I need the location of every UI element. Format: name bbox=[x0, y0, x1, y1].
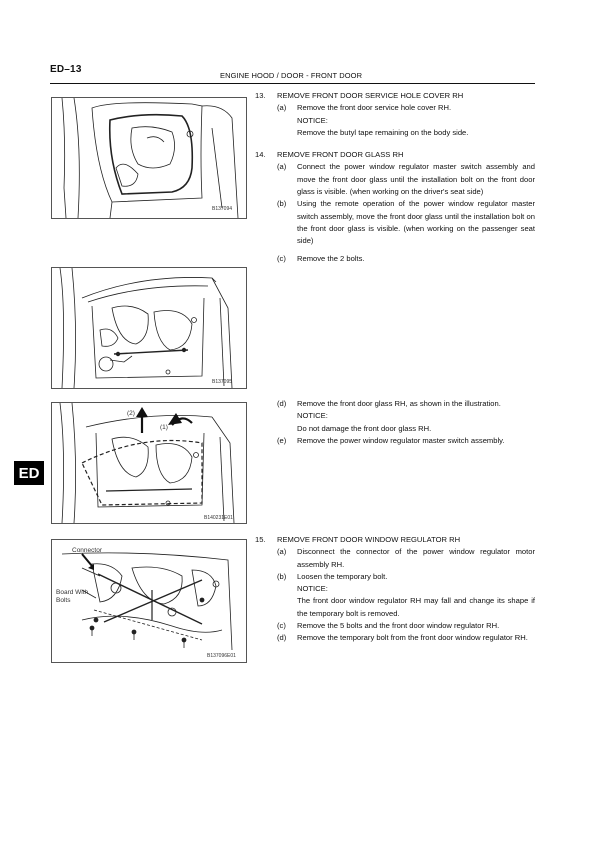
step-15-d: (d) Remove the temporary bolt from the f… bbox=[255, 632, 535, 644]
sub-step-text: Remove the front door service hole cover… bbox=[297, 103, 452, 113]
notice-label: NOTICE: bbox=[297, 584, 328, 594]
door-illustration-3: (2) (1) B140231E01 bbox=[59, 403, 235, 523]
sub-step-text: Disconnect the connector of the power wi… bbox=[297, 547, 535, 569]
sub-step-mark: (d) bbox=[277, 633, 287, 643]
step-14-continued: (d) Remove the front door glass RH, as s… bbox=[255, 398, 535, 447]
sub-step-mark: (c) bbox=[277, 621, 286, 631]
step-number: 13. bbox=[255, 91, 266, 100]
figure-glass-removal: (2) (1) B140231E01 bbox=[51, 402, 247, 524]
callout-step-1: (1) bbox=[160, 424, 168, 431]
sub-step-mark: (b) bbox=[277, 199, 287, 209]
figure-code: B137094 bbox=[212, 206, 232, 212]
door-illustration-1: B137094 bbox=[61, 98, 239, 218]
notice-text: Remove the butyl tape remaining on the b… bbox=[297, 127, 469, 137]
figure-service-hole-cover: B137094 bbox=[51, 97, 247, 219]
notice-text: Do not damage the front door glass RH. bbox=[297, 423, 432, 433]
step-title: REMOVE FRONT DOOR GLASS RH bbox=[277, 150, 404, 160]
sub-step-mark: (a) bbox=[277, 547, 287, 557]
label-connector: Connector bbox=[72, 547, 103, 554]
notice-label: NOTICE: bbox=[297, 115, 328, 125]
sub-step-text: Loosen the temporary bolt. bbox=[297, 571, 388, 581]
notice-text: The front door window regulator RH may f… bbox=[297, 596, 535, 618]
step-14-heading: 14. REMOVE FRONT DOOR GLASS RH bbox=[255, 149, 535, 161]
section-tab: ED bbox=[14, 461, 44, 485]
page-number: ED–13 bbox=[50, 64, 82, 75]
step-13-heading: 13. REMOVE FRONT DOOR SERVICE HOLE COVER… bbox=[255, 90, 535, 102]
steps-13-14: 13. REMOVE FRONT DOOR SERVICE HOLE COVER… bbox=[255, 90, 535, 265]
step-14-e: (e) Remove the power window regulator ma… bbox=[255, 435, 535, 447]
step-15-c: (c) Remove the 5 bolts and the front doo… bbox=[255, 620, 535, 632]
sub-step-text: Using the remote operation of the power … bbox=[297, 199, 535, 246]
sub-step-text: Remove the temporary bolt from the front… bbox=[297, 633, 528, 643]
sub-step-text: Remove the 5 bolts and the front door wi… bbox=[297, 621, 500, 631]
sub-step-mark: (c) bbox=[277, 253, 286, 263]
sub-step-text: Remove the front door glass RH, as shown… bbox=[297, 399, 501, 408]
sub-step-mark: (d) bbox=[277, 399, 287, 408]
step-title: REMOVE FRONT DOOR SERVICE HOLE COVER RH bbox=[277, 91, 464, 100]
sub-step-text: Remove the 2 bolts. bbox=[297, 253, 365, 263]
header-divider bbox=[50, 83, 535, 84]
step-14-d: (d) Remove the front door glass RH, as s… bbox=[255, 398, 535, 410]
sub-step-mark: (a) bbox=[277, 103, 287, 113]
door-illustration-4: Connector Board With Bolts B137096E01 bbox=[56, 547, 236, 659]
notice-label: NOTICE: bbox=[297, 411, 328, 421]
label-board-with: Board With bbox=[56, 589, 89, 596]
sub-step-text: Connect the power window regulator maste… bbox=[297, 162, 535, 197]
step-number: 15. bbox=[255, 535, 266, 544]
step-title: REMOVE FRONT DOOR WINDOW REGULATOR RH bbox=[277, 535, 461, 544]
door-illustration-2: B137095 bbox=[59, 268, 233, 388]
step-15-b: (b) Loosen the temporary bolt. bbox=[255, 571, 535, 583]
figure-glass-bolts: B137095 bbox=[51, 267, 247, 389]
step-14-c: (c) Remove the 2 bolts. bbox=[255, 253, 535, 265]
callout-step-2: (2) bbox=[127, 410, 135, 417]
section-title: ENGINE HOOD / DOOR - FRONT DOOR bbox=[220, 71, 363, 80]
step-15-a: (a) Disconnect the connector of the powe… bbox=[255, 546, 535, 571]
label-bolts: Bolts bbox=[56, 597, 71, 604]
figure-window-regulator: Connector Board With Bolts B137096E01 bbox=[51, 539, 247, 663]
step-14-b: (b) Using the remote operation of the po… bbox=[255, 198, 535, 247]
step-15-heading: 15. REMOVE FRONT DOOR WINDOW REGULATOR R… bbox=[255, 534, 535, 546]
step-14-a: (a) Connect the power window regulator m… bbox=[255, 161, 535, 198]
step-15: 15. REMOVE FRONT DOOR WINDOW REGULATOR R… bbox=[255, 534, 535, 645]
sub-step-mark: (b) bbox=[277, 571, 287, 581]
sub-step-text: Remove the power window regulator master… bbox=[297, 435, 505, 445]
figure-code: B137095 bbox=[212, 379, 232, 385]
step-13-a: (a) Remove the front door service hole c… bbox=[255, 102, 535, 114]
sub-step-mark: (e) bbox=[277, 435, 287, 445]
step-number: 14. bbox=[255, 150, 266, 160]
sub-step-mark: (a) bbox=[277, 162, 287, 172]
figure-code: B137096E01 bbox=[207, 653, 236, 659]
figure-code: B140231E01 bbox=[204, 515, 233, 521]
